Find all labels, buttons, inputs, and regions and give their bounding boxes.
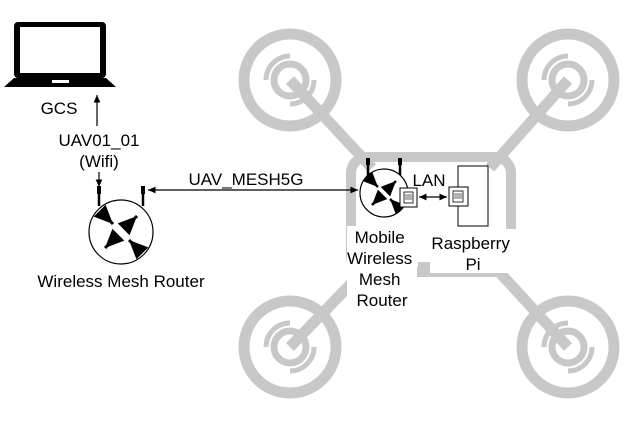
router-icon[interactable] [88,186,154,265]
drone-frame [238,28,620,399]
mobile-router-line-2: Wireless [347,249,412,268]
raspberry-label-bg [430,229,516,273]
rotor-bottom-left [238,295,342,399]
raspberry-label: Raspberry Pi [431,234,514,274]
arm-top-right [485,76,573,172]
mobile-router-line-3: Mesh [359,270,401,289]
mesh-ssid-label: UAV_MESH5G [189,170,304,189]
drone-body-tab [418,262,430,272]
raspberry-line-1: Raspberry [431,234,510,253]
raspberry-line-2: Pi [465,255,480,274]
mobile-router-line-4: Router [356,291,407,310]
rotor-top-right [516,28,620,132]
gcs-label: GCS [41,99,78,118]
rotor-bottom-right [516,295,620,399]
mobile-router-line-1: Mobile [355,228,405,247]
wifi-ssid-label: UAV01_01 [59,131,140,150]
ethernet-port-icon-pi [448,186,469,207]
wifi-type-label: (Wifi) [79,152,119,171]
mobile-router-label-bg [347,226,417,310]
mobile-router-label: Mobile Wireless Mesh Router [347,228,417,310]
ethernet-port-icon [399,187,418,208]
lan-label: LAN [412,171,445,190]
rotor-top-left [238,28,342,132]
laptop-icon[interactable] [4,22,116,87]
router-icon-mobile[interactable] [359,158,409,218]
drone-arms [285,76,573,351]
ground-router-label: Wireless Mesh Router [37,272,205,291]
arm-top-left [285,76,377,172]
